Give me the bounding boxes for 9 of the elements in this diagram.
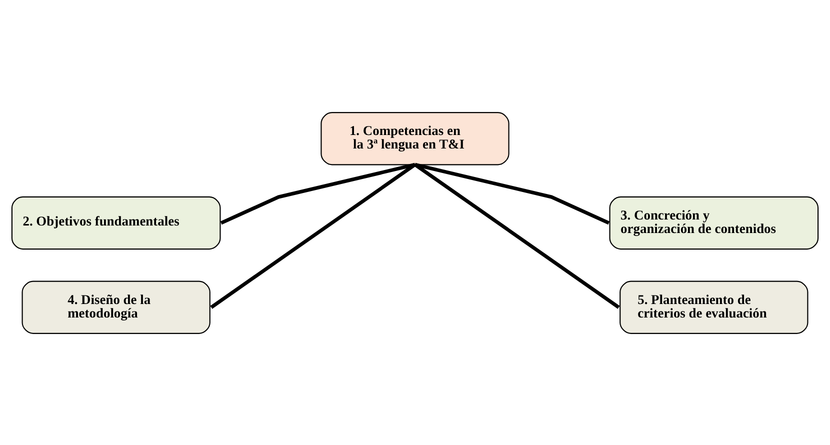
connector bbox=[220, 162, 416, 224]
node-box: 4. Diseño de la metodología bbox=[22, 280, 210, 334]
node-box: 2. Objetivos fundamentales bbox=[11, 196, 221, 250]
connector bbox=[210, 162, 416, 308]
connector bbox=[414, 162, 620, 308]
node-box: 3. Concreción y organización de contenidos bbox=[609, 196, 819, 250]
node-box: 1. Competencias en la 3ª lengua en T&I bbox=[320, 112, 510, 165]
node-box: 5. Planteamiento de criterios de evaluación bbox=[620, 280, 808, 334]
connector bbox=[414, 162, 610, 224]
